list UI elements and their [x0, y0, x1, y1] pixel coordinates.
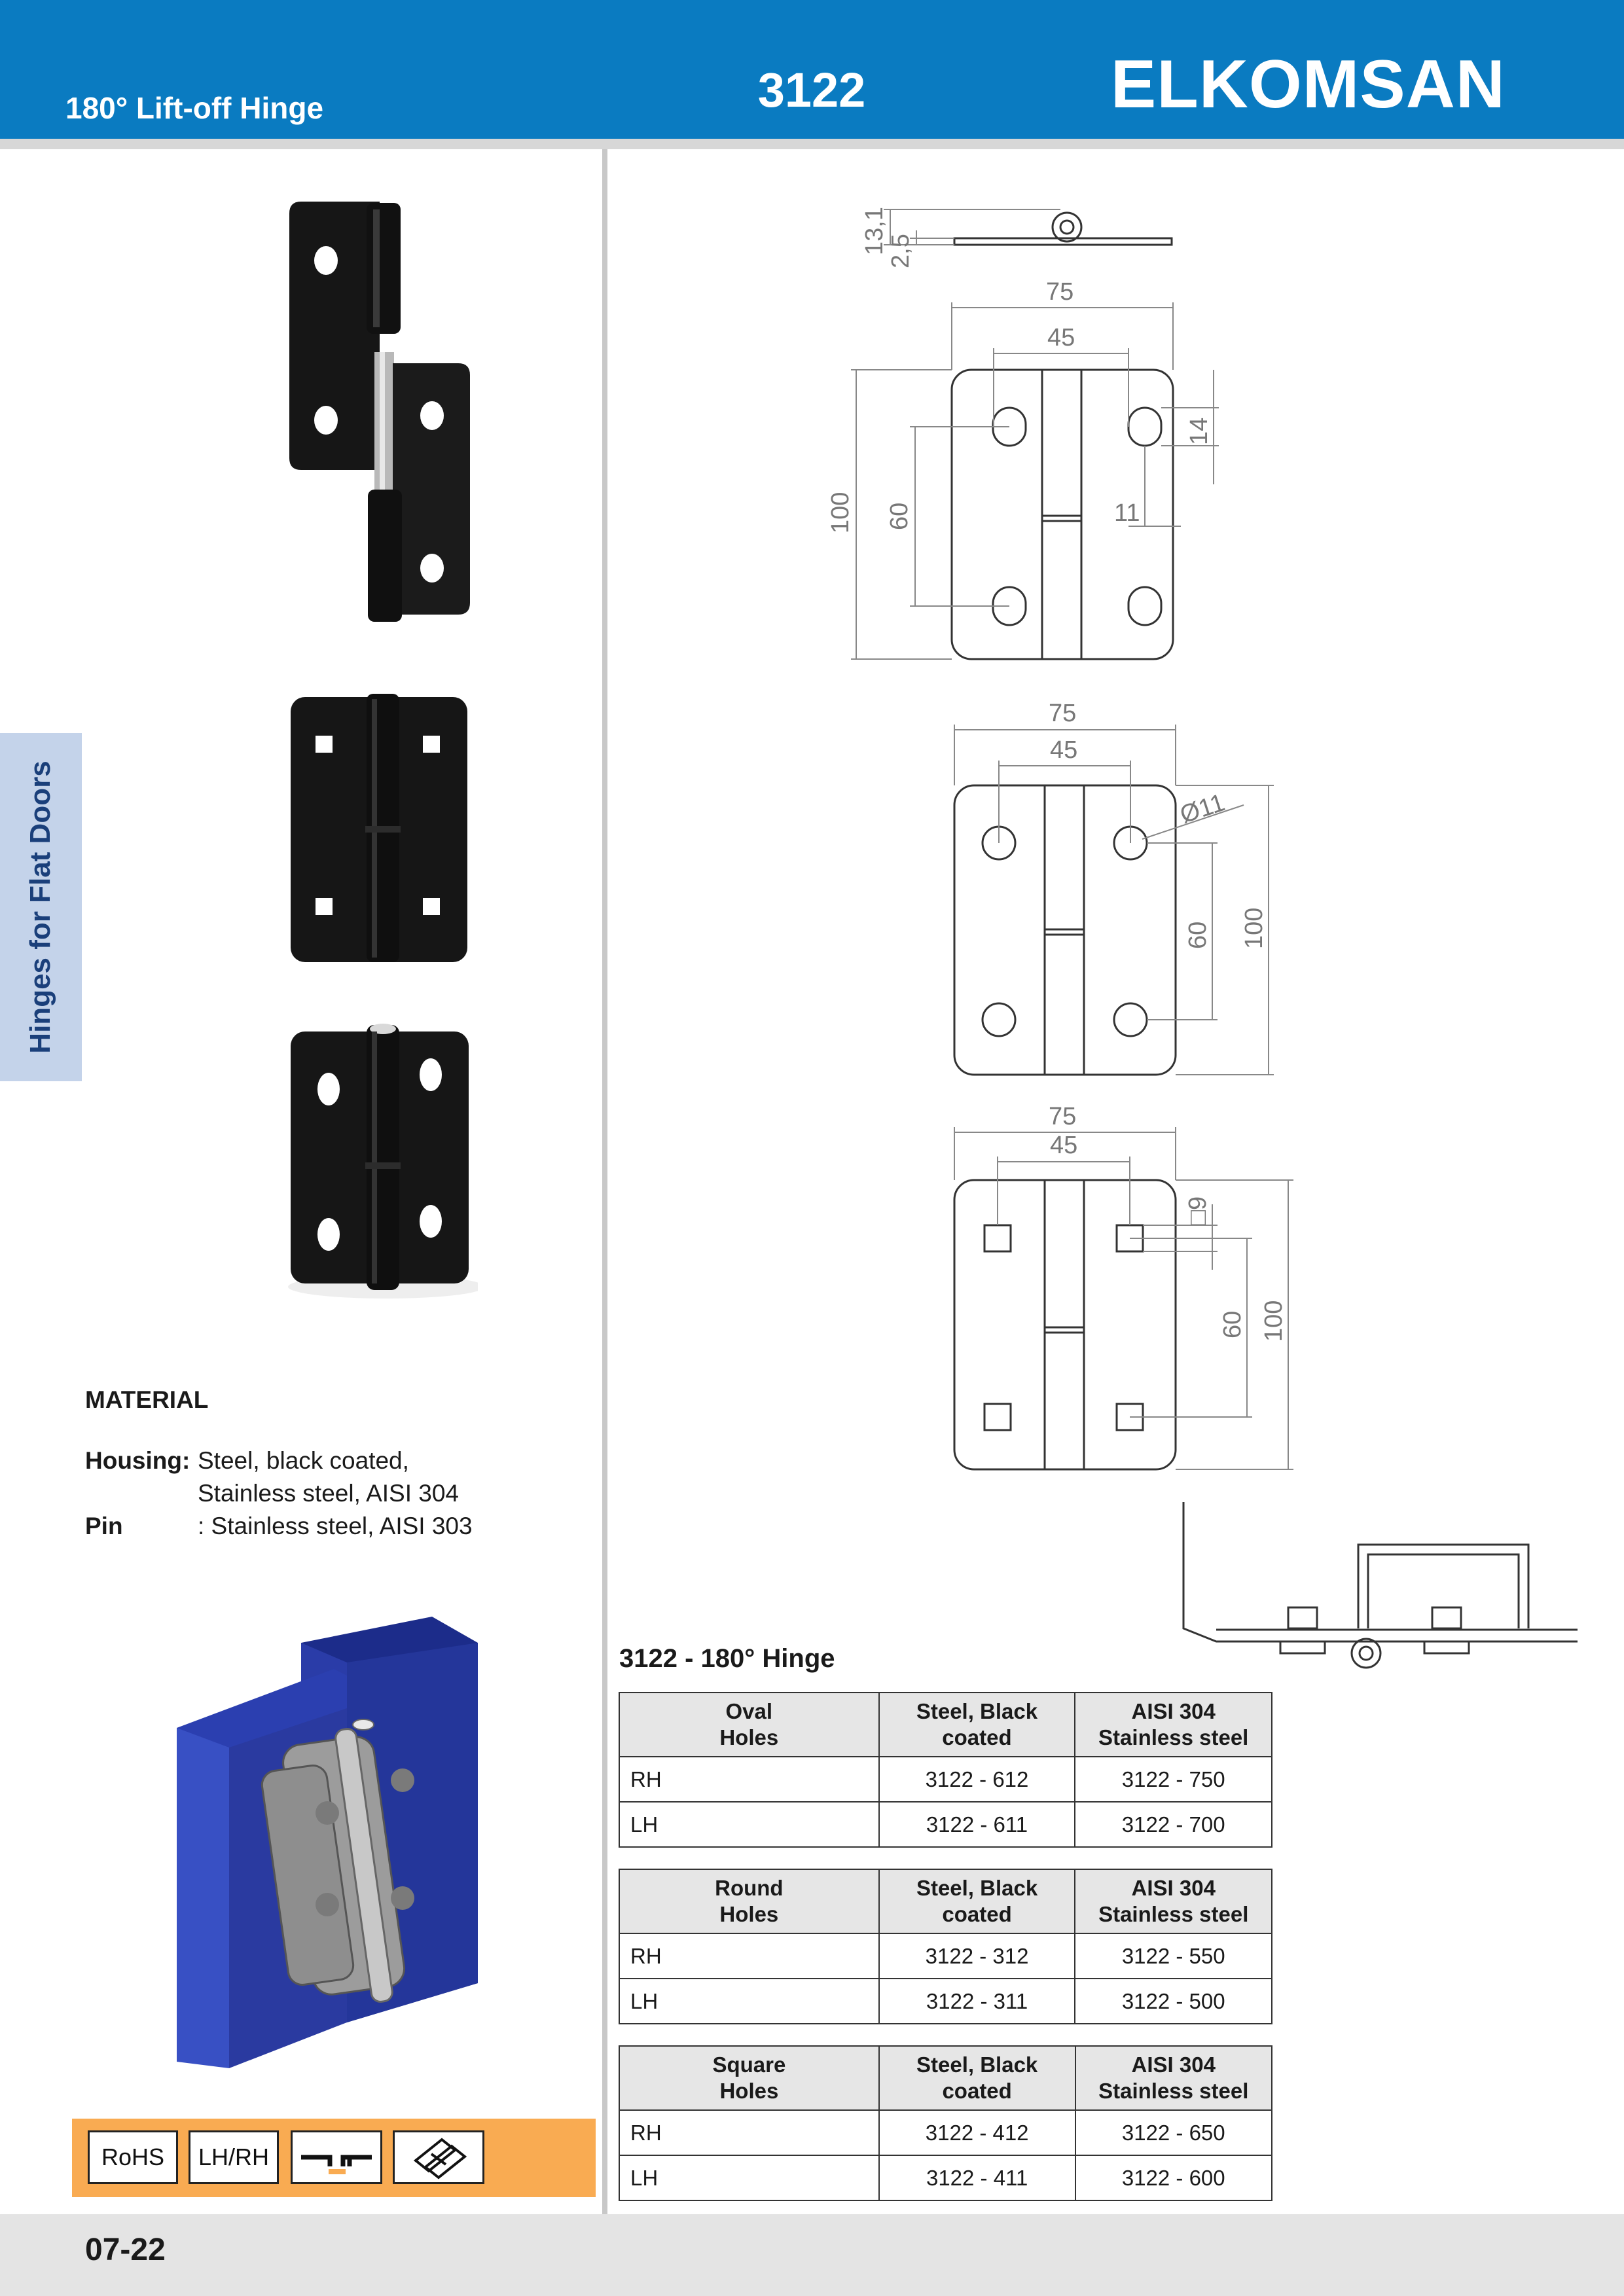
rohs-badge: RoHS [88, 2130, 178, 2184]
dim-oval-width: 75 [1046, 278, 1074, 306]
page-subtitle: 180° Lift-off Hinge [65, 91, 324, 125]
category-tab-label: Hinges for Flat Doors [24, 761, 56, 1054]
dim-square-hole-pitch: 60 [1219, 1311, 1246, 1338]
hinge-photo-oval [288, 1024, 478, 1299]
dim-round-height: 100 [1240, 908, 1268, 949]
pin-value: : Stainless steel, AISI 303 [198, 1513, 473, 1539]
liftoff-hinge-icon [393, 2130, 484, 2184]
dim-square-size: □9 [1184, 1196, 1212, 1225]
dim-oval-hole-spacing: 45 [1047, 324, 1075, 351]
product-code: 3122 [757, 63, 866, 117]
mounting-illustration [177, 1617, 478, 2068]
category-tab [0, 733, 82, 1081]
dim-profile-thickness: 2,5 [887, 234, 914, 268]
housing-label: Housing: [85, 1447, 190, 1474]
material-title: MATERIAL [85, 1386, 209, 1413]
brand-logo: ELKOMSAN [1110, 46, 1506, 122]
flat-door-icon [291, 2130, 382, 2184]
header-bar [0, 0, 1624, 139]
technical-drawings: 13,1 2,5 75 45 100 60 14 11 75 45 Ø11 60… [827, 207, 1578, 1669]
lh-rh-badge: LH/RH [189, 2130, 279, 2184]
housing-value-1: Steel, black coated, [198, 1447, 409, 1474]
dim-square-height: 100 [1260, 1300, 1288, 1342]
table-row: LH 3122 - 611 3122 - 700 [619, 1801, 1272, 1848]
dim-round-width: 75 [1049, 700, 1076, 727]
table-row: LH 3122 - 311 3122 - 500 [619, 1978, 1272, 2024]
header-rule [0, 139, 1624, 149]
dim-square-hole-spacing: 45 [1050, 1132, 1077, 1159]
table-row: RH 3122 - 612 3122 - 750 [619, 1756, 1272, 1803]
dim-round-hole-spacing: 45 [1050, 736, 1077, 764]
pin-label: Pin [85, 1513, 123, 1539]
dim-profile-height: 13,1 [861, 207, 888, 255]
housing-value-2: Stainless steel, AISI 304 [198, 1480, 460, 1507]
dim-round-hole-pitch: 60 [1184, 922, 1212, 949]
hinge-photo-liftoff [289, 202, 470, 622]
dim-round-diameter: Ø11 [1177, 789, 1229, 829]
hinge-photo-square [291, 694, 467, 962]
dim-square-width: 75 [1049, 1103, 1076, 1130]
footer-band [0, 2214, 1624, 2296]
column-divider [602, 149, 607, 2214]
dim-oval-height: 100 [827, 492, 854, 533]
table-row: LH 3122 - 411 3122 - 600 [619, 2155, 1272, 2201]
dim-oval-slot-width: 11 [1114, 499, 1140, 527]
dim-oval-hole-pitch: 60 [886, 503, 913, 530]
table-row: RH 3122 - 412 3122 - 650 [619, 2109, 1272, 2156]
table-title: 3122 - 180° Hinge [619, 1644, 835, 1673]
dim-oval-slot-length: 14 [1185, 418, 1213, 445]
page-number: 07-22 [85, 2233, 166, 2267]
table-row: RH 3122 - 312 3122 - 550 [619, 1933, 1272, 1979]
